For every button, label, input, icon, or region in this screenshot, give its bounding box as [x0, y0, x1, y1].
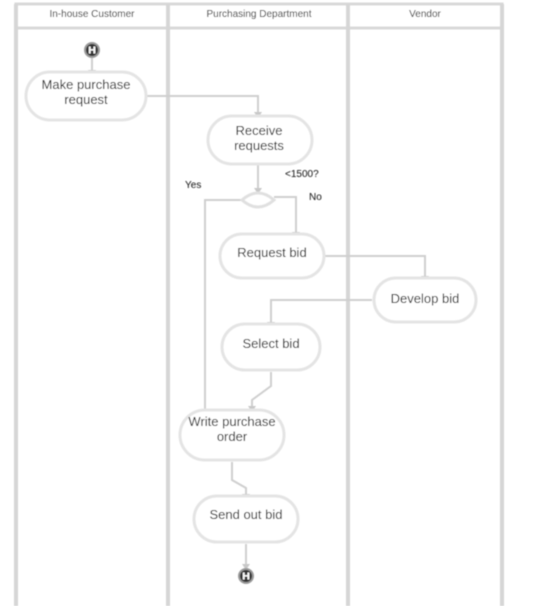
end-node: H [238, 568, 254, 584]
lane-title-vendor: Vendor [409, 9, 441, 20]
start-node: H [84, 42, 100, 58]
edge-write-to-send [231, 462, 247, 496]
arrowhead [254, 188, 262, 194]
svg-text:H: H [242, 572, 250, 583]
select-bid-label: Select bid [242, 336, 299, 351]
edge-develop-to-select [270, 299, 372, 324]
arrowhead [242, 564, 250, 570]
swimlane-frame [14, 2, 504, 606]
edge-make-request-to-receive [144, 95, 259, 114]
decision-node [239, 191, 277, 209]
edge-request-to-develop [322, 255, 426, 278]
svg-text:H: H [88, 46, 96, 57]
action-receive-requests[interactable]: Receive requests [206, 114, 314, 166]
make-request-line-1: Make purchase [42, 77, 131, 92]
decision-condition-label: <1500? [285, 169, 319, 180]
lane-title-purchasing: Purchasing Department [206, 9, 311, 20]
send-bid-label: Send out bid [209, 507, 282, 522]
write-order-line-1: Write purchase [188, 414, 275, 429]
edge-decision-no [274, 196, 297, 234]
decision-yes-label: Yes [185, 180, 201, 191]
receive-line-2: requests [234, 138, 284, 153]
action-make-purchase-request[interactable]: Make purchase request [24, 70, 148, 122]
lane-title-customer: In-house Customer [49, 9, 135, 20]
receive-line-1: Receive [236, 123, 283, 138]
action-develop-bid[interactable]: Develop bid [372, 276, 478, 324]
flow-edges [91, 58, 426, 566]
action-send-out-bid[interactable]: Send out bid [192, 494, 300, 544]
develop-bid-label: Develop bid [391, 291, 460, 306]
edge-decision-yes [204, 199, 242, 414]
decision-no-label: No [309, 192, 322, 203]
request-bid-label: Request bid [237, 245, 306, 260]
action-write-purchase-order[interactable]: Write purchase order [178, 408, 286, 462]
action-request-bid[interactable]: Request bid [218, 232, 326, 280]
write-order-line-2: order [217, 429, 248, 444]
action-select-bid[interactable]: Select bid [220, 322, 322, 372]
make-request-line-2: request [64, 92, 108, 107]
edge-select-to-write [251, 372, 272, 408]
